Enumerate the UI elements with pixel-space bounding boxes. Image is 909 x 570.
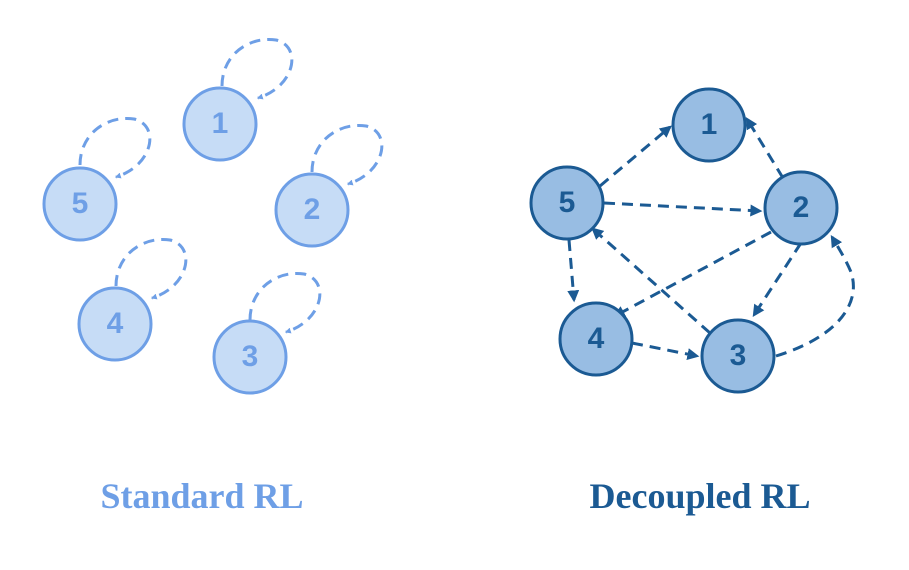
edge-4-to-3 bbox=[631, 341, 700, 361]
decoupled-node-2: 2 bbox=[763, 170, 839, 246]
standard-node-5-circle bbox=[42, 166, 118, 242]
edge-2-to-3 bbox=[752, 242, 803, 318]
self-loop-edge-5 bbox=[78, 116, 152, 179]
decoupled-node-5-circle bbox=[529, 165, 605, 241]
edge-2-to-1 bbox=[745, 116, 785, 179]
decoupled-node-4: 4 bbox=[558, 301, 634, 377]
decoupled-rl-panel: 1 2 3 4 5 Decoupled RL bbox=[529, 87, 855, 516]
standard-self-loops bbox=[78, 37, 384, 334]
self-loop-edge-2 bbox=[310, 123, 384, 186]
standard-node-3: 3 bbox=[212, 319, 288, 395]
self-loop-edge-3 bbox=[248, 271, 322, 334]
self-loop-edge-4 bbox=[114, 237, 188, 300]
standard-node-3-circle bbox=[212, 319, 288, 395]
standard-node-4-label: 4 bbox=[107, 307, 124, 340]
standard-node-5: 5 bbox=[42, 166, 118, 242]
decoupled-node-1: 1 bbox=[671, 87, 747, 163]
edge-5-to-4 bbox=[567, 239, 580, 303]
decoupled-node-4-label: 4 bbox=[588, 322, 605, 355]
decoupled-node-1-label: 1 bbox=[701, 108, 718, 141]
decoupled-node-3-label: 3 bbox=[730, 339, 747, 372]
decoupled-node-1-circle bbox=[671, 87, 747, 163]
edge-5-to-1 bbox=[599, 125, 672, 188]
standard-node-1-label: 1 bbox=[212, 107, 229, 140]
decoupled-node-2-label: 2 bbox=[793, 191, 810, 224]
decoupled-node-3: 3 bbox=[700, 318, 776, 394]
decoupled-node-5-label: 5 bbox=[559, 186, 576, 219]
standard-node-2-circle bbox=[274, 172, 350, 248]
standard-node-4: 4 bbox=[77, 286, 153, 362]
standard-node-1-circle bbox=[182, 86, 258, 162]
standard-rl-panel: 1 2 3 4 5 Standard RL bbox=[42, 37, 384, 516]
standard-rl-caption: Standard RL bbox=[100, 476, 303, 516]
standard-node-2: 2 bbox=[274, 172, 350, 248]
self-loop-edge-1 bbox=[220, 37, 294, 100]
standard-node-5-label: 5 bbox=[72, 187, 89, 220]
decoupled-node-5: 5 bbox=[529, 165, 605, 241]
standard-node-2-label: 2 bbox=[304, 193, 321, 226]
decoupled-rl-caption: Decoupled RL bbox=[589, 476, 810, 516]
standard-node-3-label: 3 bbox=[242, 340, 259, 373]
standard-node-4-circle bbox=[77, 286, 153, 362]
standard-node-1: 1 bbox=[182, 86, 258, 162]
edge-3-to-5 bbox=[591, 227, 711, 335]
decoupled-node-4-circle bbox=[558, 301, 634, 377]
decoupled-edges bbox=[567, 116, 855, 361]
decoupled-node-3-circle bbox=[700, 318, 776, 394]
edge-3-to-2-curved bbox=[775, 234, 855, 358]
edge-2-to-4 bbox=[612, 230, 772, 318]
edge-5-to-2 bbox=[603, 201, 763, 217]
decoupled-node-2-circle bbox=[763, 170, 839, 246]
